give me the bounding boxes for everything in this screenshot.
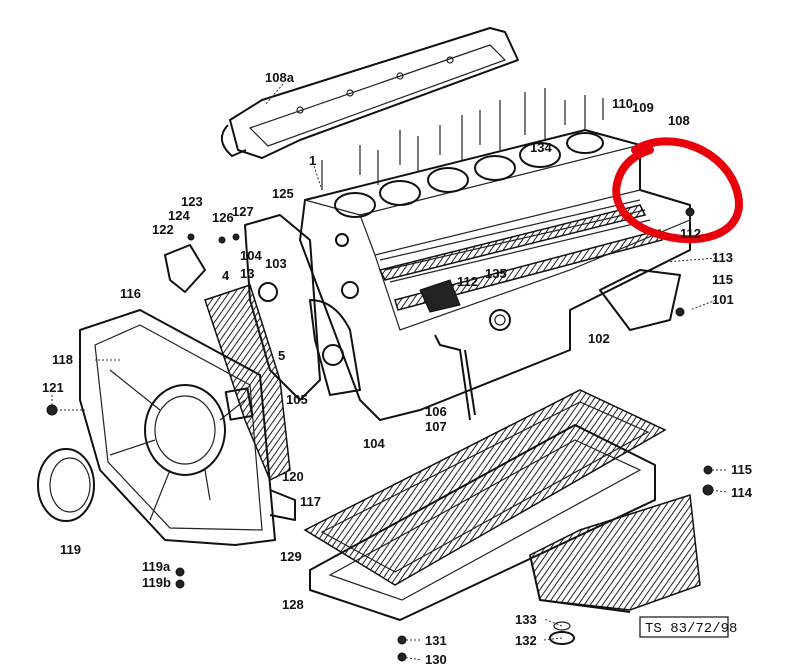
label-129: 129	[280, 549, 302, 564]
label-121: 121	[42, 380, 64, 395]
part-129-sump-gasket	[303, 389, 667, 586]
label-126: 126	[212, 210, 234, 225]
label-113: 113	[712, 250, 733, 265]
label-131: 131	[425, 633, 447, 648]
label-112-center: 112	[457, 274, 478, 289]
label-5: 5	[278, 348, 285, 363]
label-13: 13	[240, 266, 254, 281]
label-104-upper: 104	[240, 248, 262, 263]
part-116-bell-housing	[79, 309, 296, 546]
label-114: 114	[731, 485, 753, 500]
label-133: 133	[515, 612, 537, 627]
label-119: 119	[60, 542, 81, 557]
label-108a: 108a	[265, 70, 295, 85]
part-125-front-plate	[204, 214, 361, 482]
label-115-lower: 115	[731, 462, 752, 477]
part-119-oil-seal	[37, 448, 95, 522]
label-4: 4	[222, 268, 230, 283]
part-122-cover-plate	[164, 233, 240, 293]
label-104-lower: 104	[363, 436, 385, 451]
label-119b: 119b	[142, 575, 171, 590]
label-112-right: 112	[680, 226, 701, 241]
label-119a: 119a	[142, 559, 171, 574]
label-132: 132	[515, 633, 537, 648]
label-109: 109	[632, 100, 654, 115]
part-1-engine-block	[299, 88, 691, 421]
label-124: 124	[168, 208, 190, 223]
part-labels: 108a 1 110 109 108 134 112 113 115 101 1…	[42, 70, 753, 667]
label-105: 105	[286, 392, 308, 407]
label-135: 135	[485, 266, 507, 281]
label-116: 116	[120, 286, 141, 301]
label-106: 106	[425, 404, 447, 419]
leader-lines	[51, 83, 729, 661]
label-101: 101	[712, 292, 734, 307]
label-107: 107	[425, 419, 447, 434]
label-134: 134	[530, 140, 552, 155]
label-125: 125	[272, 186, 294, 201]
label-117: 117	[300, 494, 321, 509]
label-130: 130	[425, 652, 447, 667]
part-108a-cover	[221, 27, 519, 159]
label-118: 118	[52, 352, 73, 367]
label-108: 108	[668, 113, 690, 128]
label-122: 122	[152, 222, 174, 237]
reference-stamp: TS 83/72/98	[639, 616, 737, 638]
reference-stamp-text: TS 83/72/98	[645, 621, 737, 637]
label-115-upper: 115	[712, 272, 733, 287]
part-128-oil-pan	[309, 424, 701, 645]
label-127: 127	[232, 204, 254, 219]
annotation-circle	[612, 137, 743, 244]
label-123: 123	[181, 194, 203, 209]
label-103: 103	[265, 256, 287, 271]
label-102: 102	[588, 331, 610, 346]
label-128: 128	[282, 597, 304, 612]
label-1: 1	[309, 153, 316, 168]
label-110: 110	[612, 96, 633, 111]
label-120: 120	[282, 469, 304, 484]
